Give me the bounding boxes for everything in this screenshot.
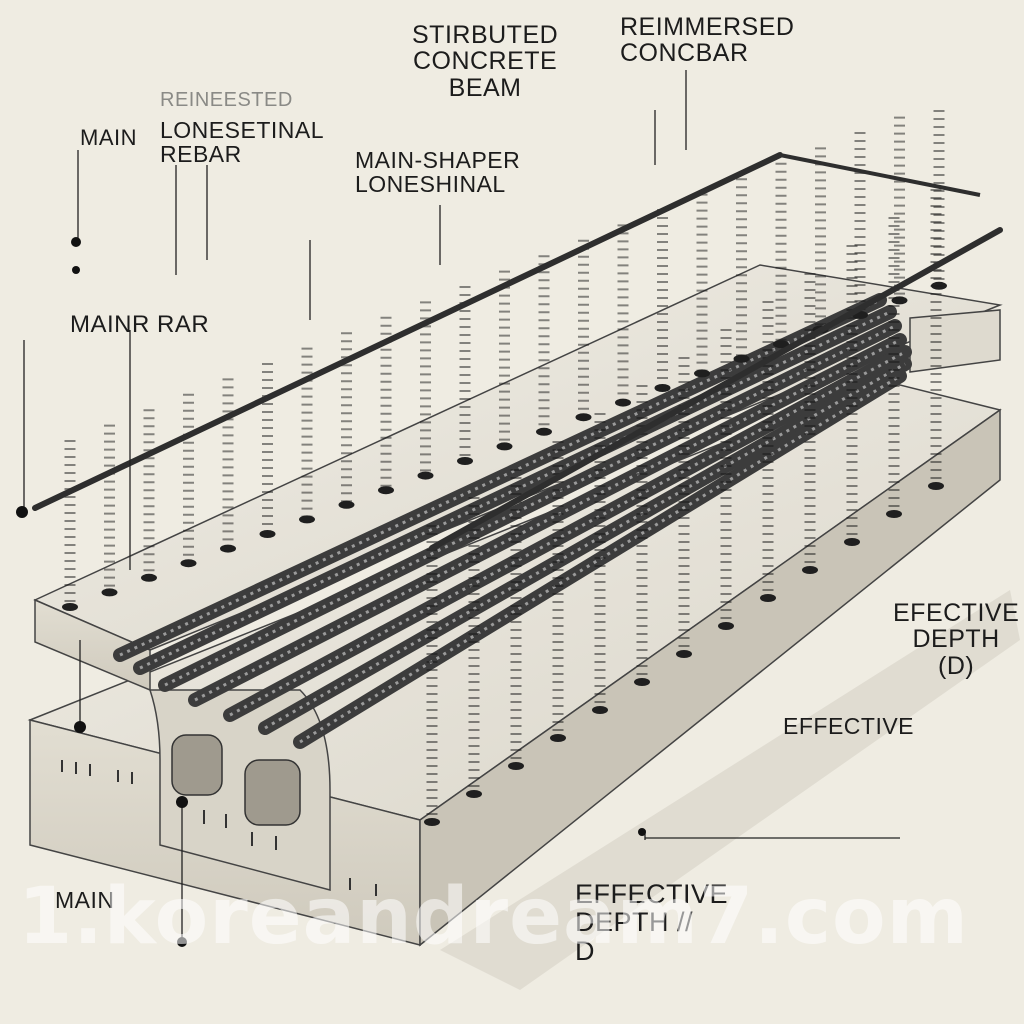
stirrup-base (844, 538, 860, 546)
end-block (909, 309, 1001, 373)
longitudinal-bar (188, 333, 907, 707)
label-effective-depth-right: EFECTIVE DEPTH (D) (893, 599, 1020, 680)
stirrup-base (220, 544, 236, 553)
bar-texture (299, 374, 901, 744)
leader-lines (23, 70, 900, 940)
top-tie-rod-back (32, 152, 783, 511)
watermark: 1.koreandream7.com (18, 872, 969, 962)
stirrup-base (417, 471, 434, 480)
stirrup-base (676, 650, 692, 658)
top-tie-rod-front (429, 227, 1003, 551)
stirrup-base (886, 510, 902, 518)
stirrup-base (101, 588, 118, 597)
stirrup-base (928, 482, 944, 490)
label-reineested: REINEESTED (160, 89, 293, 111)
bar-texture (139, 310, 891, 670)
stirrup-base (718, 622, 734, 630)
stirrup-base (508, 762, 524, 770)
stirrup-rebars (62, 104, 947, 826)
stirrup-base (615, 398, 631, 407)
stirrup-base (180, 559, 197, 568)
leader-dots (16, 237, 646, 947)
label-main-bottom: MAIN (55, 887, 115, 913)
stirrup-base (773, 340, 789, 349)
stirrup-base (592, 706, 608, 714)
stirrup-base (536, 427, 552, 436)
stirrup-base (694, 369, 710, 378)
label-main-shaper-loneshinal: MAIN-SHAPER LONESHINAL (355, 147, 521, 198)
ground-shadow (440, 590, 1020, 990)
longitudinal-bar (113, 293, 887, 662)
label-mainr-rar: MAINR RAR (70, 311, 210, 338)
stirrup-base (802, 566, 818, 574)
bar-texture (264, 362, 906, 730)
stirrup-base (760, 594, 776, 602)
label-stirbuted-concrete-beam: STIRBUTED CONCRETE BEAM (412, 21, 559, 102)
stirrup-base (634, 678, 650, 686)
web-opening-right (244, 759, 301, 826)
top-tie-rod-end (779, 153, 981, 197)
stirrup-base (466, 790, 482, 798)
stirrup-base (496, 442, 513, 451)
stirrup-base (457, 457, 473, 465)
stirrup-base (259, 530, 276, 538)
label-main-top: MAIN (80, 125, 137, 150)
longitudinal-rebar-bundle (113, 293, 912, 749)
stirrup-base (550, 734, 566, 742)
stirrup-base (338, 500, 355, 509)
stirrup-base (62, 603, 78, 611)
label-effective-depth-bottom: EFFECTIVE DEPTH // D (575, 879, 729, 966)
label-lonesetinal-rebar: LONESETINAL REBAR (160, 117, 324, 168)
face-marks (61, 760, 377, 896)
stirrup-base (733, 354, 750, 363)
label-reimmersed-concbar: REIMMERSED CONCBAR (620, 13, 795, 68)
stirrup-base (141, 573, 157, 582)
stirrup-base (575, 413, 592, 422)
stirrup-base (299, 515, 315, 524)
stirrup-base (654, 384, 671, 392)
stirrup-base (378, 486, 394, 495)
label-effective-mid: EFFECTIVE (783, 713, 915, 739)
tie-rods (32, 152, 1003, 551)
stirrup-base (424, 818, 440, 826)
web-opening-left (171, 734, 223, 796)
longitudinal-bar (223, 345, 912, 722)
